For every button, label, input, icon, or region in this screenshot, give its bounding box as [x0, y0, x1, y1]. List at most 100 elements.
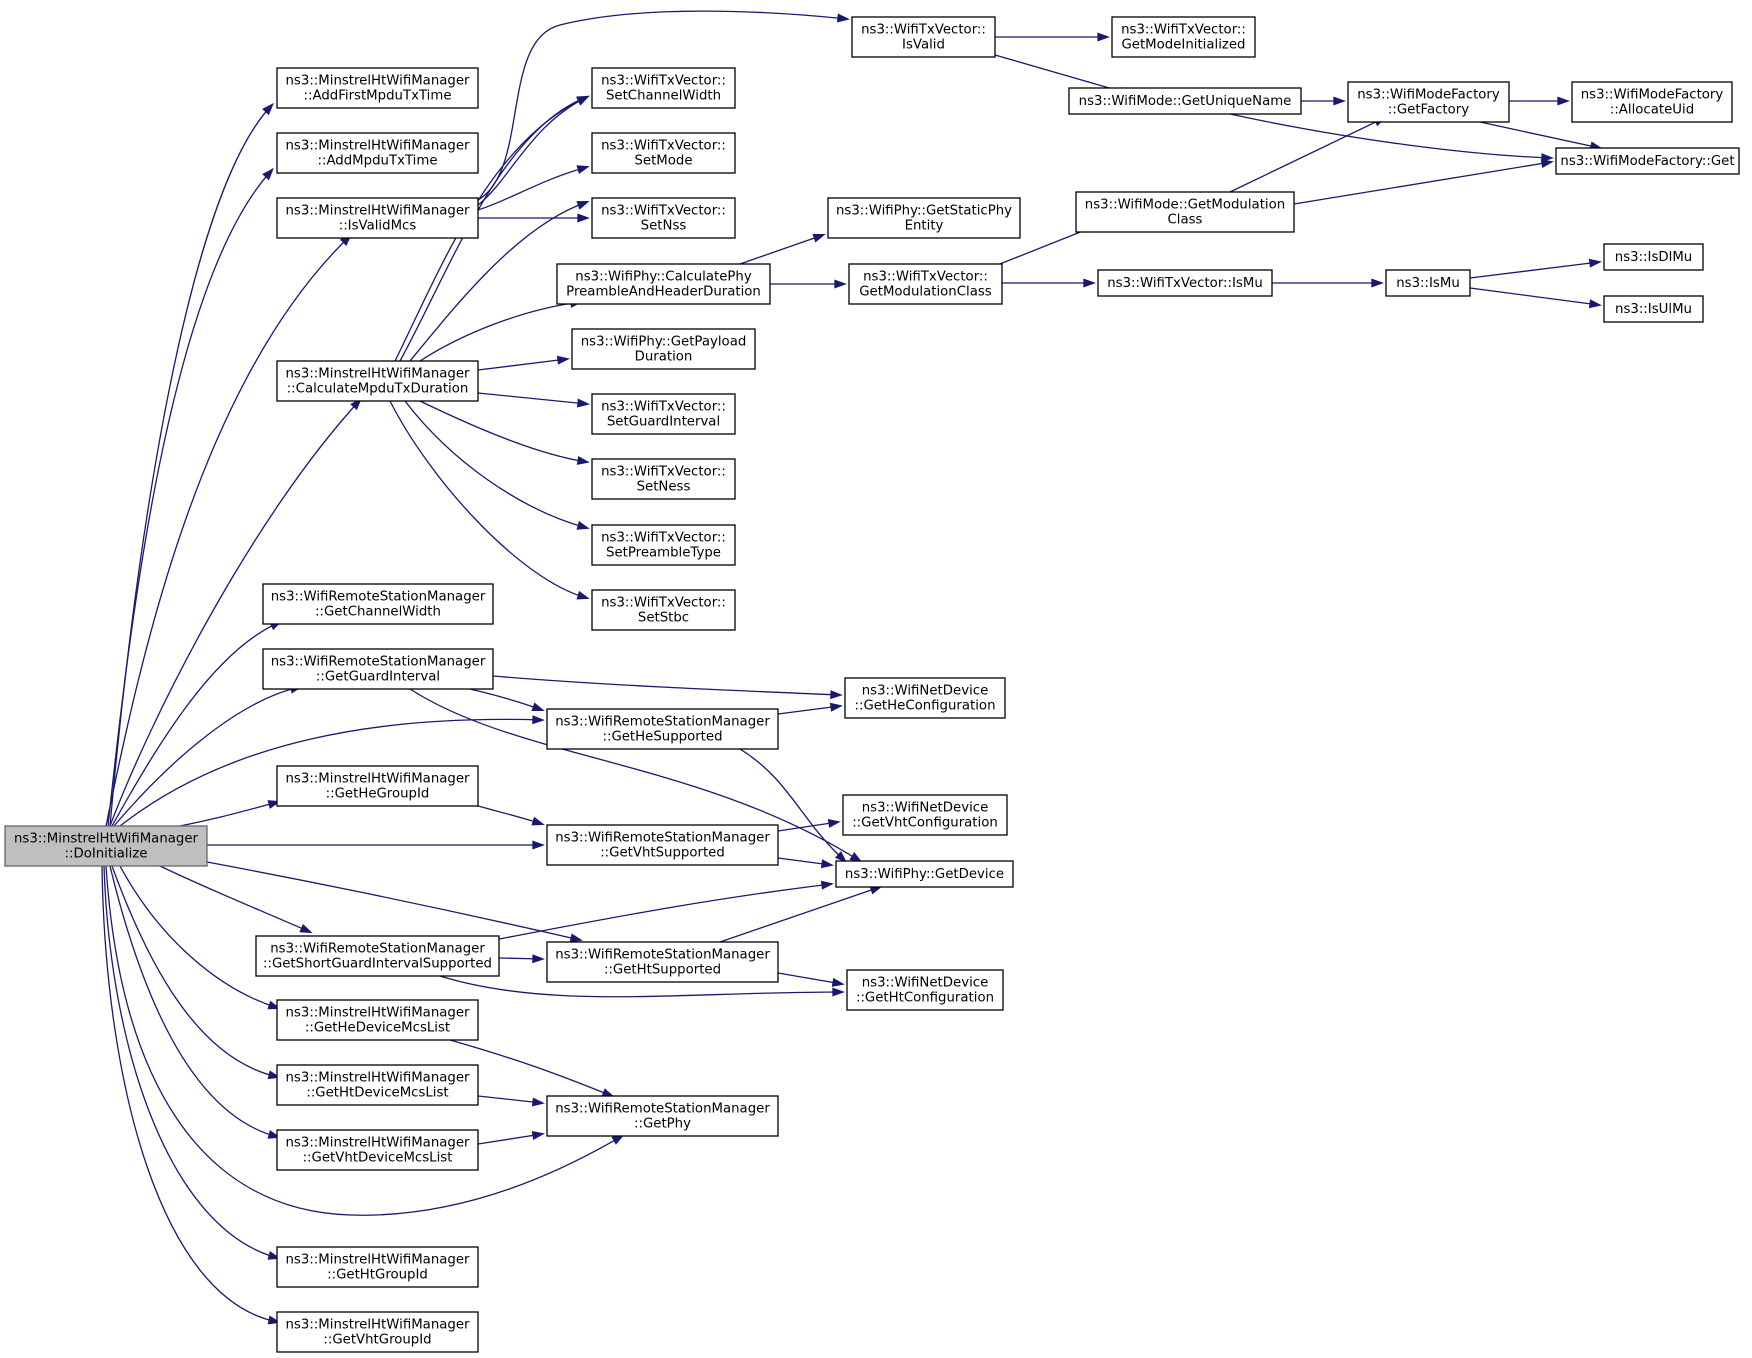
node-gethesup[interactable]: ns3::WifiRemoteStationManager::GetHeSupp… — [546, 708, 779, 750]
node-getvhtmcs[interactable]: ns3::MinstrelHtWifiManager::GetVhtDevice… — [276, 1129, 479, 1171]
edge-arrowhead — [576, 398, 590, 408]
node-getsgi[interactable]: ns3::WifiRemoteStationManager::GetShortG… — [255, 935, 500, 977]
node-getvhtcfg[interactable]: ns3::WifiNetDevice::GetVhtConfiguration — [842, 794, 1008, 836]
edge-arrowhead — [576, 165, 590, 175]
node-gethtcfg[interactable]: ns3::WifiNetDevice::GetHtConfiguration — [846, 969, 1004, 1011]
node-setgi[interactable]: ns3::WifiTxVector::SetGuardInterval — [591, 393, 736, 435]
node-label: ::GetGuardInterval — [316, 670, 440, 685]
edge-arrowhead — [812, 233, 826, 243]
node-addmpdu[interactable]: ns3::MinstrelHtWifiManager::AddMpduTxTim… — [276, 132, 479, 174]
edge-line — [419, 301, 581, 362]
node-box — [1075, 191, 1295, 233]
edge-ismu-to-isulmu — [1469, 287, 1602, 309]
edge-root-to-getchw — [111, 620, 283, 827]
node-box — [276, 1129, 479, 1171]
edge-getfactory-to-allocuid — [1509, 96, 1570, 106]
node-box — [1068, 87, 1302, 115]
node-isulmu[interactable]: ns3::IsUlMu — [1603, 295, 1704, 323]
node-label: ns3::WifiTxVector:: — [601, 400, 726, 415]
edge-arrowhead — [576, 200, 590, 210]
node-setpreamble[interactable]: ns3::WifiTxVector::SetPreambleType — [591, 524, 736, 566]
edge-arrowhead — [836, 13, 850, 23]
edge-line — [1229, 117, 1385, 193]
node-box — [276, 197, 479, 239]
node-getphy[interactable]: ns3::WifiRemoteStationManager::GetPhy — [546, 1095, 779, 1137]
node-getunique[interactable]: ns3::WifiMode::GetUniqueName — [1068, 87, 1302, 115]
node-setnss[interactable]: ns3::WifiTxVector::SetNss — [591, 197, 736, 239]
edge-line — [404, 400, 588, 529]
edge-line — [179, 801, 279, 827]
edge-arrowhead — [827, 818, 841, 828]
node-calcphy[interactable]: ns3::WifiPhy::CalculatePhyPreambleAndHea… — [556, 263, 771, 305]
edge-arrowhead — [267, 800, 281, 809]
node-label: ns3::WifiTxVector:: — [601, 204, 726, 219]
node-allocuid[interactable]: ns3::WifiModeFactory::AllocateUid — [1571, 81, 1733, 123]
node-gethegid[interactable]: ns3::MinstrelHtWifiManager::GetHeGroupId — [276, 765, 479, 807]
node-label: ::GetHtDeviceMcsList — [306, 1086, 448, 1101]
edge-root-to-getvhtgid — [101, 865, 281, 1325]
node-setstbc[interactable]: ns3::WifiTxVector::SetStbc — [591, 589, 736, 631]
node-gethtmcs[interactable]: ns3::MinstrelHtWifiManager::GetHtDeviceM… — [276, 1064, 479, 1106]
node-gethtgid[interactable]: ns3::MinstrelHtWifiManager::GetHtGroupId — [276, 1246, 479, 1288]
edge-line — [409, 688, 861, 862]
node-getchw[interactable]: ns3::WifiRemoteStationManager::GetChanne… — [262, 583, 494, 625]
edge-arrowhead — [576, 95, 590, 105]
edge-getgi-to-gethesup — [469, 688, 545, 712]
node-ismu[interactable]: ns3::IsMu — [1385, 269, 1471, 297]
edge-getunique-to-getfactory — [1301, 96, 1346, 106]
edge-line — [492, 675, 841, 696]
node-label: ns3::WifiRemoteStationManager — [555, 948, 770, 963]
node-label: ns3::WifiRemoteStationManager — [270, 942, 485, 957]
node-getmodeinit[interactable]: ns3::WifiTxVector::GetModeInitialized — [1111, 16, 1256, 58]
node-getfactory[interactable]: ns3::WifiModeFactory::GetFactory — [1347, 81, 1510, 123]
node-label: ns3::MinstrelHtWifiManager — [286, 1071, 471, 1086]
node-box — [262, 583, 494, 625]
node-isvalid[interactable]: ns3::WifiTxVector::IsValid — [851, 16, 996, 58]
edge-arrowhead — [1588, 258, 1602, 268]
node-gethtsup[interactable]: ns3::WifiRemoteStationManager::GetHtSupp… — [546, 941, 779, 983]
node-setchw[interactable]: ns3::WifiTxVector::SetChannelWidth — [591, 67, 736, 109]
node-setness[interactable]: ns3::WifiTxVector::SetNess — [591, 458, 736, 500]
node-calcmpdu[interactable]: ns3::MinstrelHtWifiManager::CalculateMpd… — [276, 360, 479, 402]
edge-arrowhead — [267, 1000, 281, 1010]
node-getgi[interactable]: ns3::WifiRemoteStationManager::GetGuardI… — [262, 648, 494, 690]
edge-root-to-gethemcs — [119, 865, 281, 1010]
node-getvhtgid[interactable]: ns3::MinstrelHtWifiManager::GetVhtGroupI… — [276, 1311, 479, 1353]
node-isdlmu[interactable]: ns3::IsDlMu — [1603, 243, 1704, 271]
edge-calcmpdu-to-setpreamble — [404, 400, 590, 530]
node-modegetmodclass[interactable]: ns3::WifiMode::GetModulationClass — [1075, 191, 1295, 233]
edge-arrowhead — [556, 355, 570, 365]
node-box — [276, 1064, 479, 1106]
node-getdevice[interactable]: ns3::WifiPhy::GetDevice — [835, 860, 1014, 888]
node-ismu_tx[interactable]: ns3::WifiTxVector::IsMu — [1097, 269, 1273, 297]
node-label: ns3::MinstrelHtWifiManager — [286, 367, 471, 382]
edge-isvalid-to-getmodeinit — [995, 32, 1110, 42]
node-factoryget[interactable]: ns3::WifiModeFactory::Get — [1555, 147, 1740, 175]
node-gethecfg[interactable]: ns3::WifiNetDevice::GetHeConfiguration — [844, 677, 1006, 719]
node-box — [276, 67, 479, 109]
node-gethemcs[interactable]: ns3::MinstrelHtWifiManager::GetHeDeviceM… — [276, 999, 479, 1041]
node-box — [846, 969, 1004, 1011]
edge-root-to-addmpdu — [107, 167, 274, 827]
node-getvhtsup[interactable]: ns3::WifiRemoteStationManager::GetVhtSup… — [546, 824, 779, 866]
edge-arrowhead — [267, 1070, 281, 1080]
node-label: ns3::MinstrelHtWifiManager — [286, 139, 471, 154]
node-label: ns3::WifiModeFactory::Get — [1560, 154, 1734, 169]
node-box — [844, 677, 1006, 719]
node-addfirst[interactable]: ns3::MinstrelHtWifiManager::AddFirstMpdu… — [276, 67, 479, 109]
node-label: Class — [1168, 213, 1203, 228]
node-box — [591, 393, 736, 435]
node-getmodclass[interactable]: ns3::WifiTxVector::GetModulationClass — [848, 263, 1003, 305]
node-label: ns3::WifiNetDevice — [862, 976, 989, 991]
node-isvalidmcs[interactable]: ns3::MinstrelHtWifiManager::IsValidMcs — [276, 197, 479, 239]
edge-arrowhead — [577, 213, 590, 223]
edge-arrowhead — [1371, 278, 1384, 288]
node-setmode[interactable]: ns3::WifiTxVector::SetMode — [591, 132, 736, 174]
node-label: ns3::WifiRemoteStationManager — [271, 590, 486, 605]
node-label: SetChannelWidth — [606, 89, 721, 104]
edge-line — [477, 96, 588, 206]
edge-arrowhead — [531, 1097, 545, 1107]
edge-line — [739, 748, 846, 862]
